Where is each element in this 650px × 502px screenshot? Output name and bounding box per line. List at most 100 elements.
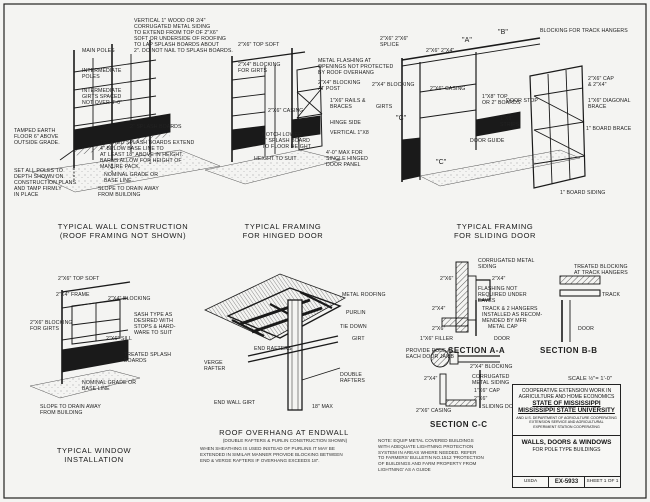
- window-installation-drawing: [29, 281, 141, 399]
- sliding-casing-label: 2"x6" CASING: [430, 86, 466, 92]
- title-block-line2: AGRICULTURE AND HOME ECONOMICS: [518, 394, 615, 400]
- wall-slope-label: SLOPE TO DRAIN AWAY FROM BUILDING: [98, 186, 159, 198]
- sliding-girts-label: GIRTS: [376, 104, 393, 110]
- hinged-hinge-side-label: HINGE SIDE: [330, 120, 361, 126]
- sliding-marker-a: "A": [462, 37, 472, 44]
- cc-casing-label: 2"x6" CASING: [416, 408, 452, 414]
- wall-main-poles-label: MAIN POLES: [82, 48, 115, 54]
- aa-2x4-b-label: 2"x4": [432, 306, 446, 312]
- sliding-board-brace-label: 1" BOARD BRACE: [586, 126, 632, 132]
- sliding-marker-c: "C": [396, 115, 407, 122]
- aa-2x6-b-label: 2"x6": [432, 326, 446, 332]
- hinged-max-panel-label: 4'-0" MAX FOR SINGLE HINGED DOOR PANEL: [326, 150, 368, 168]
- section-cc-title: SECTION C-C: [430, 420, 488, 429]
- wall-tamped-earth-label: TAMPED EARTH FLOOR 6" ABOVE OUTSIDE GRAD…: [14, 128, 60, 146]
- roof-caption: ROOF OVERHANG AT ENDWALL: [219, 428, 349, 437]
- title-block-drawing-subtitle: FOR POLE TYPE BUILDINGS: [532, 446, 601, 453]
- window-sill-label: 2"x6" SILL: [106, 336, 133, 342]
- aa-filler-label: 1"x6" FILLER: [420, 336, 454, 342]
- title-block-line1: COOPERATIVE EXTENSION WORK IN: [521, 388, 612, 394]
- cc-pole-note: PROVIDE POLE AT EACH DOOR JAMB: [406, 348, 455, 360]
- sliding-blocking-2x4-label: 2"x4" BLOCKING: [372, 82, 415, 88]
- sliding-door-stop-label: DOOR STOP: [506, 98, 538, 104]
- section-bb-title: SECTION B-B: [540, 346, 598, 355]
- roof-note: WHEN SHEATHING IS USED INSTEAD OF PURLIN…: [200, 446, 343, 463]
- hinged-door-drawing: [204, 48, 341, 185]
- wall-set-poles-note: SET ALL POLES TO DEPTH SHOWN ON CONSTRUC…: [14, 168, 77, 198]
- aa-track-note: TRACK & 2 HANGERS INSTALLED AS RECOM- ME…: [482, 306, 543, 324]
- section-cc-drawing: [430, 348, 500, 408]
- sliding-size-label: 2"x6" 2"x4": [426, 48, 455, 54]
- lightning-footnote: NOTE: EQUIP METAL COVERED BUILDINGS WITH…: [378, 438, 484, 472]
- sliding-diagonal-brace-label: 1"x6" DIAGONAL BRACE: [588, 98, 631, 110]
- roof-double-rafters-label: DOUBLE RAFTERS: [340, 372, 365, 384]
- scale-label: SCALE ½"= 1'-0": [568, 376, 613, 382]
- hinged-top-soft-label: 2"x6" TOP SOFT: [238, 42, 280, 48]
- sliding-strips-label: 1"x6" STRIPS: [500, 116, 520, 128]
- roof-purlin-label: PURLIN: [346, 310, 366, 316]
- roof-tie-down-label: TIE DOWN: [340, 324, 367, 330]
- sliding-marker-b: "B": [498, 29, 508, 36]
- wall-construction-drawing: [31, 40, 221, 193]
- sliding-blocking-label: BLOCKING FOR TRACK HANGERS: [540, 28, 628, 34]
- window-sash-note: SASH TYPE AS DESIRED WITH STOPS & HARD- …: [134, 312, 176, 336]
- sliding-door-drawing: [401, 37, 586, 189]
- window-blocking-girts-label: 2"x6" BLOCKING FOR GIRTS: [30, 320, 73, 332]
- hinged-rails-label: 1"x6" RAILS & BRACES: [330, 98, 366, 110]
- window-blocking-label: 2"x4" BLOCKING: [108, 296, 151, 302]
- hinged-height-label: HEIGHT TO SUIT: [254, 156, 297, 162]
- sliding-cap-label: 2"x6" CAP & 2"x4": [588, 76, 614, 88]
- title-block-university: MISSISSIPPI STATE UNIVERSITY: [518, 407, 615, 414]
- section-bb-drawing: [559, 275, 601, 342]
- sliding-top-boards-label: 1"x8" TOP OR 2" BOARDS: [482, 94, 521, 106]
- window-grade-label: NOMINAL GRADE OR BASE LINE: [82, 380, 137, 392]
- wall-splash-boards-label: 2" SPLASH BOARDS: [130, 124, 182, 130]
- roof-end-rafters-label: END RAFTERS: [254, 346, 292, 352]
- title-block-fine-print: AND U.S. DEPARTMENT OF AGRICULTURE COOPE…: [516, 416, 617, 429]
- aa-siding-label: CORRUGATED METAL SIDING: [478, 258, 535, 270]
- wall-siding-note: VERTICAL 1" WOOD OR 2/4" CORRUGATED META…: [134, 18, 233, 54]
- cc-2x6-label: 2"x6": [474, 396, 488, 402]
- hinged-caption: TYPICAL FRAMING FOR HINGED DOOR: [242, 222, 324, 240]
- title-block-agency: USDA: [513, 477, 549, 487]
- roof-verge-rafter-label: VERGE RAFTER: [204, 360, 226, 372]
- window-slope-label: SLOPE TO DRAIN AWAY FROM BUILDING: [40, 404, 101, 416]
- hinged-blocking-girts-label: 2"x4" BLOCKING FOR GIRTS: [238, 62, 281, 74]
- window-top-soft-label: 2"x6" TOP SOFT: [58, 276, 100, 282]
- wall-girts-label: INTERMEDIATE GIRTS SPACED NOT OVER 3'-0": [82, 88, 123, 106]
- title-block-state: STATE OF MISSISSIPPI: [532, 400, 601, 407]
- section-aa-title: SECTION A-A: [448, 346, 506, 355]
- aa-flashing-note: FLASHING NOT REQUIRED UNDER EAVES: [478, 286, 527, 304]
- wall-intermediate-poles-label: INTERMEDIATE POLES: [82, 68, 122, 80]
- cc-cap-label: 1"x6" CAP: [474, 388, 500, 394]
- bb-blocking-label: TREATED BLOCKING AT TRACK HANGERS: [574, 264, 628, 276]
- sliding-marker-c2: "C": [436, 159, 447, 166]
- aa-metal-cap-label: METAL CAP: [488, 324, 518, 330]
- aa-door-label: DOOR: [494, 336, 510, 342]
- window-caption: TYPICAL WINDOW INSTALLATION: [56, 446, 132, 464]
- cc-2x4-label: 2"x4": [424, 376, 438, 382]
- title-block-number-row: USDA EX-5933 SHEET 1 OF 1: [513, 476, 620, 487]
- sliding-board-siding-label: 1" BOARD SIDING: [560, 190, 606, 196]
- sliding-caption: TYPICAL FRAMING FOR SLIDING DOOR: [453, 222, 537, 240]
- roof-metal-roofing-label: METAL ROOFING: [342, 292, 386, 298]
- window-splash-label: TREATED SPLASH BOARDS: [124, 352, 172, 364]
- window-frame-label: 2"x4" FRAME: [56, 292, 90, 298]
- roof-subcaption: (DOUBLE RAFTERS & PURLIN CONSTRUCTION SH…: [222, 438, 348, 443]
- sheet-border: [3, 3, 647, 499]
- sliding-door-guide-label: DOOR GUIDE: [470, 138, 505, 144]
- bb-door-label: DOOR: [578, 326, 594, 332]
- roof-max-label: 18" MAX: [312, 404, 333, 410]
- hinged-casing-label: 2"x6" CASING: [268, 108, 304, 114]
- wall-treated-boards-note: TREATED SPLASH BOARDS EXTEND 4" BELOW BA…: [100, 140, 195, 170]
- wall-caption: TYPICAL WALL CONSTRUCTION (ROOF FRAMING …: [57, 222, 189, 240]
- roof-endwall-girt-label: END WALL GIRT: [214, 400, 256, 406]
- section-aa-drawing: [441, 261, 491, 336]
- aa-2x6-label: 2"x6": [440, 276, 454, 282]
- cc-blocking-label: 2"x4" BLOCKING: [470, 364, 513, 370]
- hinged-flashing-note: METAL FLASHING AT OPENINGS NOT PROTECTED…: [318, 58, 394, 76]
- title-block: COOPERATIVE EXTENSION WORK IN AGRICULTUR…: [512, 384, 621, 488]
- wall-grade-label: NOMINAL GRADE OR BASE LINE: [104, 172, 159, 184]
